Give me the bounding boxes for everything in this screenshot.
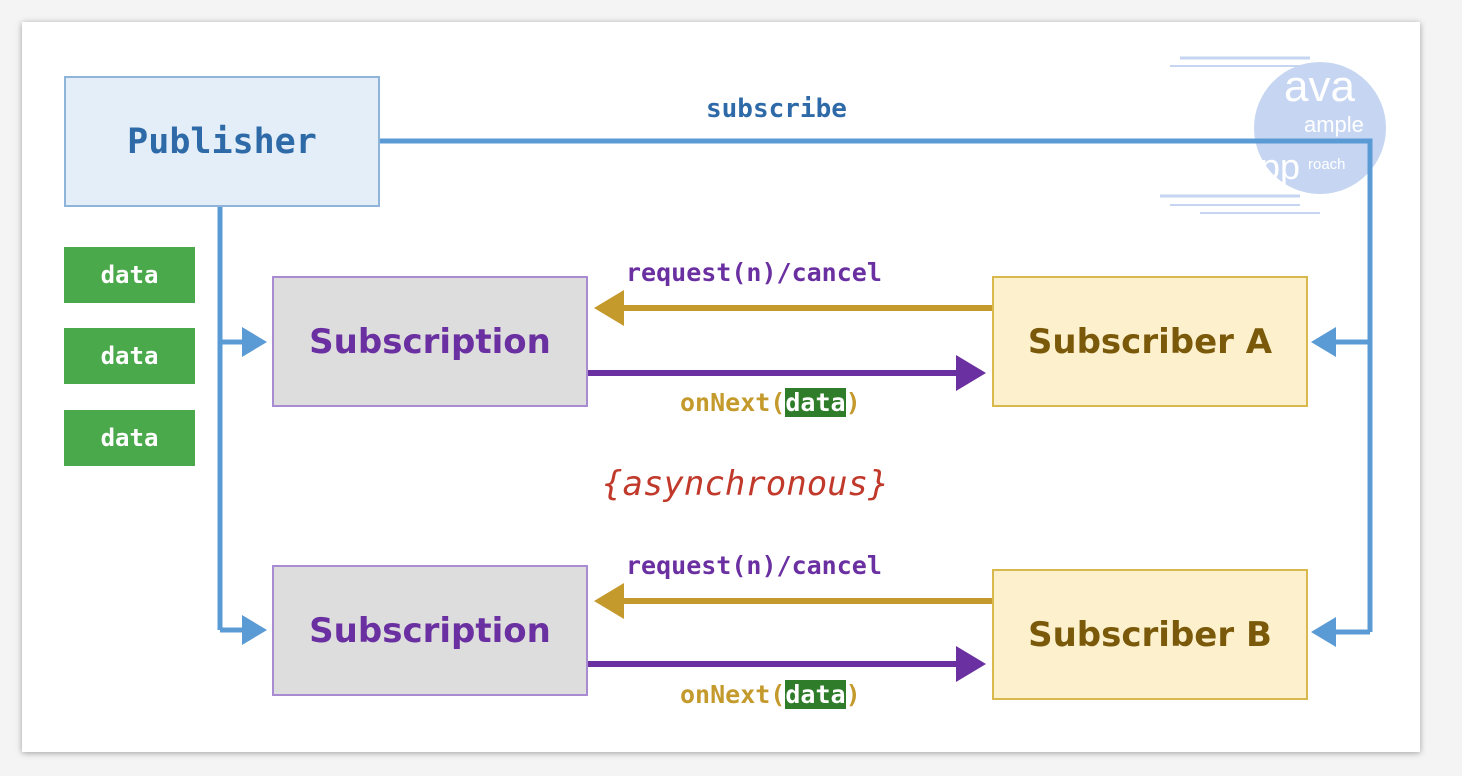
onnext-prefix: onNext(	[680, 680, 786, 709]
logo-text-ava: ava	[1284, 62, 1355, 111]
onnext-suffix: )	[845, 388, 861, 417]
subscribe-line	[380, 138, 1373, 632]
onnext-data-highlight: data	[785, 680, 846, 709]
onnext-prefix: onNext(	[680, 388, 786, 417]
subscriber-a-box: Subscriber A	[992, 276, 1308, 407]
logo-text-roach: roach	[1308, 156, 1346, 173]
logo-text-app: app	[1240, 146, 1301, 187]
asynchronous-label: {asynchronous}	[602, 464, 889, 504]
subscription-box-b: Subscription	[272, 565, 588, 696]
subscribe-label: subscribe	[706, 94, 847, 124]
data-token: data	[64, 410, 195, 466]
subscription-box-a: Subscription	[272, 276, 588, 407]
publisher-box: Publisher	[64, 76, 380, 207]
logo-graphic	[1160, 56, 1386, 214]
request-label-a: request(n)/cancel	[626, 258, 882, 287]
data-token: data	[64, 247, 195, 303]
onnext-label-a: onNext(data)	[680, 388, 861, 417]
data-token: data	[64, 328, 195, 384]
onnext-suffix: )	[845, 680, 861, 709]
onnext-label-b: onNext(data)	[680, 680, 861, 709]
request-label-b: request(n)/cancel	[626, 551, 882, 580]
subscriber-b-box: Subscriber B	[992, 569, 1308, 700]
logo-text-ample: ample	[1304, 112, 1364, 137]
onnext-data-highlight: data	[785, 388, 846, 417]
